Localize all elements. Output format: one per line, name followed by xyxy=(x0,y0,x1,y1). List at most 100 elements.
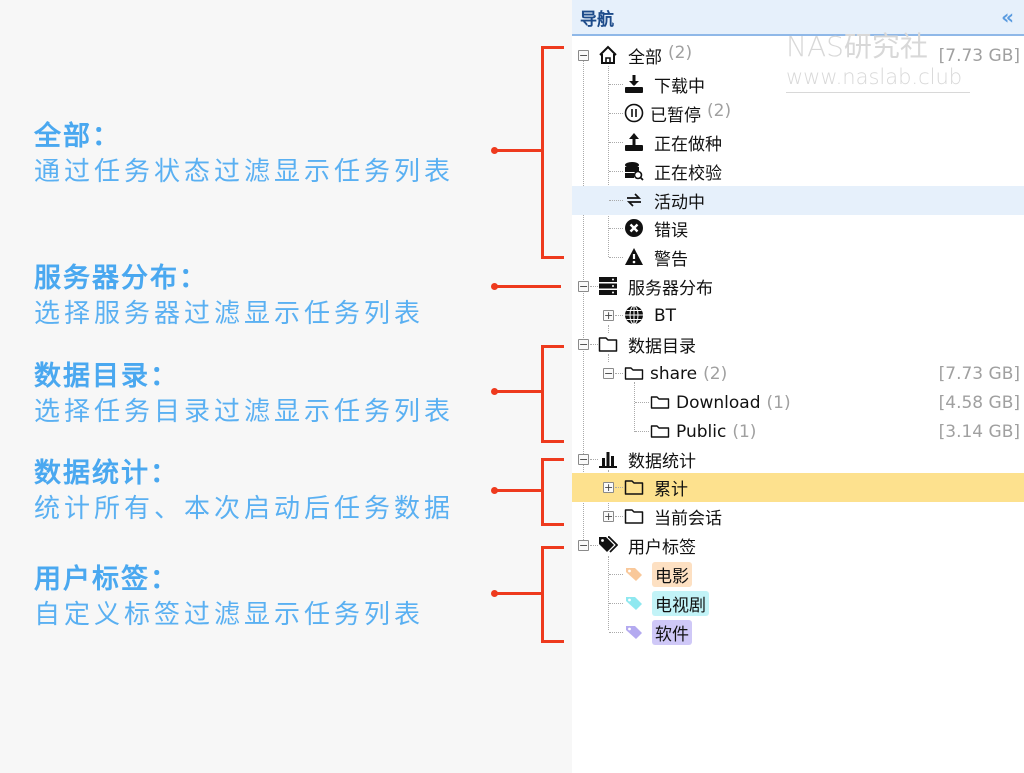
pause-icon xyxy=(624,103,644,123)
tree-item-verifying[interactable]: 正在校验 xyxy=(572,157,1024,186)
tree-item-folder-download[interactable]: Download (1) [4.58 GB] xyxy=(572,388,1024,417)
tree-item-tag-software[interactable]: 软件 xyxy=(572,618,1024,647)
tag-label: 电影 xyxy=(652,562,692,587)
home-icon xyxy=(598,45,618,65)
expand-toggle[interactable]: + xyxy=(603,481,614,494)
tree-item-count: (1) xyxy=(732,421,757,442)
annotation-all: 全部： 通过任务状态过滤显示任务列表 xyxy=(34,120,454,190)
tree-item-folder-share[interactable]: − share (2) [7.73 GB] xyxy=(572,359,1024,388)
annotation-title: 全部： xyxy=(34,121,121,152)
tree-item-paused[interactable]: 已暂停 (2) xyxy=(572,99,1024,128)
tree-item-label: 正在做种 xyxy=(654,135,722,155)
collapse-toggle[interactable]: − xyxy=(578,280,589,293)
tree-guide xyxy=(608,556,609,630)
collapse-toggle[interactable]: − xyxy=(603,367,614,380)
tree-item-servers[interactable]: − 服务器分布 xyxy=(572,272,1024,301)
connector-dot xyxy=(491,487,498,494)
annotation-desc: 选择任务目录过滤显示任务列表 xyxy=(34,397,455,427)
connector-servers xyxy=(494,285,561,288)
connector-dot xyxy=(491,388,498,395)
collapse-toggle[interactable]: − xyxy=(578,539,589,552)
annotation-desc: 统计所有、本次启动后任务数据 xyxy=(34,494,455,524)
tree-item-label: Public xyxy=(676,421,727,442)
server-icon xyxy=(598,276,618,296)
upload-icon xyxy=(624,132,644,152)
tag-label: 软件 xyxy=(652,620,692,645)
tree-item-tags[interactable]: − 用户标签 xyxy=(572,531,1024,560)
tree-item-label: 数据统计 xyxy=(628,452,696,472)
expand-toggle[interactable]: + xyxy=(603,309,614,322)
connector-all xyxy=(494,149,542,152)
expand-toggle[interactable]: + xyxy=(603,510,614,523)
connector-dot xyxy=(491,590,498,597)
tree-item-size: [7.73 GB] xyxy=(938,45,1020,66)
tree-item-stats-session[interactable]: + 当前会话 xyxy=(572,502,1024,531)
tree-item-downloading[interactable]: 下载中 xyxy=(572,70,1024,99)
tag-icon xyxy=(624,564,644,584)
folder-icon xyxy=(598,334,618,354)
tree-item-label: 下载中 xyxy=(654,77,705,97)
tree-item-stats-total[interactable]: + 累计 xyxy=(572,473,1024,502)
annotation-title: 用户标签： xyxy=(34,564,179,595)
tree-item-label: 正在校验 xyxy=(654,164,722,184)
annotation-desc: 选择服务器过滤显示任务列表 xyxy=(34,299,425,329)
tree-item-warning[interactable]: 警告 xyxy=(572,243,1024,272)
tree-item-all[interactable]: − 全部 (2) [7.73 GB] xyxy=(572,41,1024,70)
tree-item-tag-movie[interactable]: 电影 xyxy=(572,560,1024,589)
tree-item-folders[interactable]: − 数据目录 xyxy=(572,330,1024,359)
tree-guide xyxy=(608,325,609,333)
tree-item-label: share xyxy=(650,363,698,384)
panel-title: 导航 xyxy=(580,9,614,30)
connector-dot xyxy=(491,283,498,290)
annotation-folders: 数据目录： 选择任务目录过滤显示任务列表 xyxy=(34,360,454,430)
tree-guide xyxy=(608,354,609,362)
tree-item-tag-tv[interactable]: 电视剧 xyxy=(572,589,1024,618)
tree-item-stats[interactable]: − 数据统计 xyxy=(572,445,1024,474)
tree-item-error[interactable]: 错误 xyxy=(572,214,1024,243)
collapse-toggle[interactable]: − xyxy=(578,453,589,466)
connector-tags xyxy=(494,592,542,595)
tree-item-label: Download xyxy=(676,392,761,413)
warning-icon xyxy=(624,247,644,267)
tree-item-seeding[interactable]: 正在做种 xyxy=(572,128,1024,157)
tree-guide xyxy=(634,382,635,432)
tree-item-server-bt[interactable]: + BT xyxy=(572,301,1024,330)
connector-dot xyxy=(491,147,498,154)
folder-icon xyxy=(624,363,644,383)
annotation-title: 数据目录： xyxy=(34,361,179,392)
tree-item-size: [4.58 GB] xyxy=(938,392,1020,413)
navigation-panel: 导航 « − 全部 (2) [7.73 GB] 下载中 xyxy=(572,0,1024,773)
folder-icon xyxy=(624,477,644,497)
annotation-desc: 通过任务状态过滤显示任务列表 xyxy=(34,157,455,187)
tree-item-label: 全部 xyxy=(628,48,662,68)
collapse-panel-button[interactable]: « xyxy=(1001,5,1014,29)
tree-item-label: 警告 xyxy=(654,250,688,270)
verify-icon xyxy=(624,161,644,181)
annotation-title: 数据统计： xyxy=(34,458,179,489)
folder-icon xyxy=(650,421,670,441)
annotation-desc: 自定义标签过滤显示任务列表 xyxy=(34,600,425,630)
tag-icon xyxy=(624,593,644,613)
tree-item-size: [3.14 GB] xyxy=(938,421,1020,442)
annotation-servers: 服务器分布： 选择服务器过滤显示任务列表 xyxy=(34,262,424,332)
tree-item-label: 已暂停 xyxy=(650,106,701,126)
tree-item-active[interactable]: 活动中 xyxy=(572,186,1024,215)
tree-item-label: 服务器分布 xyxy=(628,279,713,299)
tag-icon xyxy=(624,622,644,642)
tree-item-label: BT xyxy=(654,305,677,326)
bracket-tags xyxy=(541,546,564,643)
annotation-tags: 用户标签： 自定义标签过滤显示任务列表 xyxy=(34,563,424,633)
collapse-toggle[interactable]: − xyxy=(578,49,589,62)
bracket-stats xyxy=(541,458,564,526)
tree-item-label: 累计 xyxy=(654,480,688,500)
connector-stats xyxy=(494,489,542,492)
tree-item-count: (2) xyxy=(703,363,728,384)
collapse-toggle[interactable]: − xyxy=(578,338,589,351)
tree-item-folder-public[interactable]: Public (1) [3.14 GB] xyxy=(572,417,1024,446)
tree-item-count: (2) xyxy=(668,43,693,63)
globe-icon xyxy=(624,305,644,325)
tree-item-count: (2) xyxy=(707,101,732,121)
tree-item-label: 活动中 xyxy=(654,193,705,213)
folder-icon xyxy=(624,506,644,526)
connector-folders xyxy=(494,390,542,393)
